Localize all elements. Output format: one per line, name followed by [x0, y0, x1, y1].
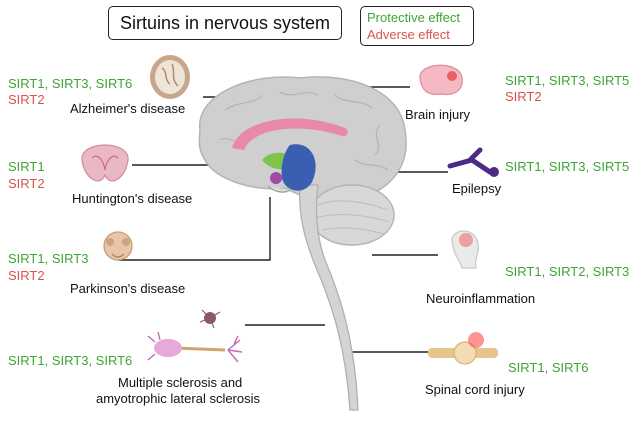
spine-injury-icon	[428, 332, 498, 364]
parkinson-adverse: SIRT2	[8, 267, 45, 284]
alzheimer-protective: SIRT1, SIRT3, SIRT6	[8, 75, 132, 92]
injured-brain-icon	[420, 65, 462, 94]
alzheimer-label: Alzheimer's disease	[70, 100, 185, 117]
seizure-figure-icon	[450, 150, 499, 177]
brain-coronal-icon	[82, 145, 128, 181]
spinal-protective: SIRT1, SIRT6	[508, 359, 588, 376]
legend-protective: Protective effect	[367, 9, 467, 26]
legend-adverse: Adverse effect	[367, 26, 467, 43]
alzheimer-adverse: SIRT2	[8, 91, 45, 108]
epilepsy-protective: SIRT1, SIRT3, SIRT5	[505, 158, 629, 175]
inflamed-head-icon	[452, 231, 479, 268]
brain-injury-label: Brain injury	[405, 106, 470, 123]
diagram-title: Sirtuins in nervous system	[108, 6, 342, 40]
huntington-adverse: SIRT2	[8, 175, 45, 192]
huntington-label: Huntington's disease	[72, 190, 192, 207]
parkinson-label: Parkinson's disease	[70, 280, 185, 297]
parkinson-protective: SIRT1, SIRT3	[8, 250, 88, 267]
brain-slice-icon	[150, 55, 190, 99]
spinal-label: Spinal cord injury	[425, 381, 525, 398]
brain-injury-protective: SIRT1, SIRT3, SIRT5	[505, 72, 629, 89]
midbrain-icon	[104, 232, 132, 260]
neuron-icon	[148, 310, 242, 362]
ms-als-label-line2: amyotrophic lateral sclerosis	[96, 390, 260, 407]
ms-als-label-line1: Multiple sclerosis and	[118, 374, 242, 391]
brain-injury-adverse: SIRT2	[505, 88, 542, 105]
purple-structure	[270, 172, 282, 184]
blue-structure	[282, 144, 316, 190]
huntington-protective: SIRT1	[8, 158, 45, 175]
neuroinflammation-protective: SIRT1, SIRT2, SIRT3	[505, 263, 629, 280]
epilepsy-label: Epilepsy	[452, 180, 501, 197]
legend: Protective effect Adverse effect	[360, 6, 474, 46]
ms-als-protective: SIRT1, SIRT3, SIRT6	[8, 352, 132, 369]
neuroinflammation-label: Neuroinflammation	[426, 290, 535, 307]
